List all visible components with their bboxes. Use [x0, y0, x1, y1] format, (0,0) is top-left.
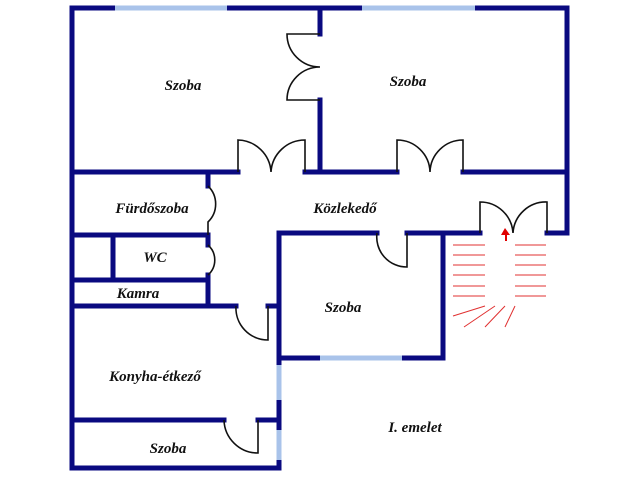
label-pantry: Kamra — [116, 286, 160, 302]
door-center-room — [375, 232, 408, 268]
label-room-sw: Szoba — [150, 441, 187, 457]
door-sw-room — [223, 419, 259, 454]
door-kitchen — [235, 305, 269, 341]
label-room-ne: Szoba — [390, 74, 427, 90]
door-nw-ne — [286, 33, 321, 101]
label-kitchen: Konyha-étkező — [108, 369, 202, 385]
door-ne-hall — [396, 139, 464, 173]
label-hallway: Közlekedő — [312, 201, 378, 217]
label-bathroom: Fürdőszoba — [114, 201, 189, 217]
label-room-nw: Szoba — [165, 78, 202, 94]
floor-label: I. emelet — [387, 420, 442, 436]
door-wc — [207, 244, 216, 276]
label-room-center: Szoba — [325, 300, 362, 316]
room-labels: Szoba Szoba Fürdőszoba Közlekedő WC Kamr… — [108, 74, 442, 457]
door-nw-hall — [237, 139, 306, 173]
door-stairs — [479, 201, 548, 234]
stairs — [452, 228, 546, 328]
walls — [69, 5, 570, 471]
door-bathroom — [207, 185, 217, 235]
label-wc: WC — [143, 250, 167, 266]
doors — [207, 33, 548, 454]
windows — [115, 5, 475, 460]
up-arrow-icon — [501, 228, 510, 241]
